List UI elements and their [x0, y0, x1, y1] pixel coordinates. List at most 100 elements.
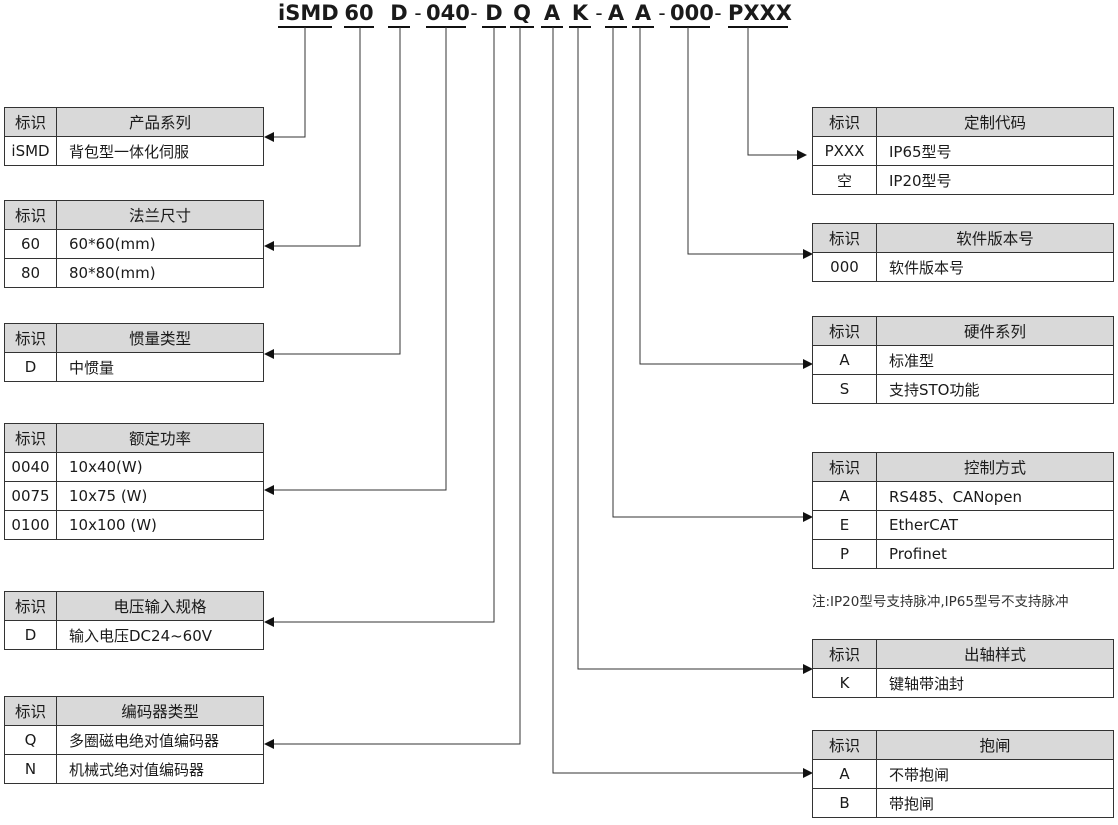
- header-key: 标识: [812, 452, 877, 482]
- row-key: 空: [812, 165, 877, 195]
- header-key: 标识: [812, 316, 877, 346]
- connector-control: [612, 27, 813, 522]
- table-title: 硬件系列: [876, 316, 1114, 346]
- row-key: S: [812, 374, 877, 404]
- row-key: D: [4, 620, 57, 650]
- row-value: 支持STO功能: [876, 374, 1114, 404]
- connector-voltage: [264, 27, 495, 627]
- row-value: 80*80(mm): [56, 258, 264, 288]
- header-key: 标识: [4, 423, 57, 453]
- row-value: IP65型号: [876, 136, 1114, 166]
- connector-software: [687, 27, 813, 259]
- code-custom: PXXX: [728, 0, 792, 28]
- row-value: 不带抱闸: [876, 759, 1114, 789]
- header-key: 标识: [812, 107, 877, 137]
- code-shaft: K: [569, 0, 591, 28]
- header-key: 标识: [4, 323, 57, 353]
- row-key: A: [812, 345, 877, 375]
- code-flange: 60: [344, 0, 374, 28]
- connector-hardware: [639, 27, 813, 369]
- row-value: 背包型一体化伺服: [56, 136, 264, 166]
- table-title: 定制代码: [876, 107, 1114, 137]
- table-title: 产品系列: [56, 107, 264, 137]
- row-key: N: [4, 754, 57, 784]
- row-key: 0100: [4, 510, 57, 540]
- header-key: 标识: [812, 730, 877, 760]
- code-brake: A: [541, 0, 563, 28]
- connector-custom: [747, 27, 807, 160]
- header-key: 标识: [4, 591, 57, 621]
- table-title: 抱闸: [876, 730, 1114, 760]
- row-value: 10x75 (W): [56, 481, 264, 511]
- connector-encoder: [264, 27, 521, 749]
- row-key: 000: [812, 252, 877, 282]
- row-value: 标准型: [876, 345, 1114, 375]
- row-key: PXXX: [812, 136, 877, 166]
- connector-power: [264, 27, 447, 495]
- row-value: 10x100 (W): [56, 510, 264, 540]
- header-key: 标识: [812, 223, 877, 253]
- row-value: 带抱闸: [876, 788, 1114, 818]
- row-value: Profinet: [876, 539, 1114, 569]
- code-separator: -: [658, 1, 666, 25]
- connector-brake: [552, 27, 813, 778]
- row-value: 输入电压DC24~60V: [56, 620, 264, 650]
- table-title: 法兰尺寸: [56, 200, 264, 230]
- code-separator: -: [414, 1, 422, 25]
- table-title: 额定功率: [56, 423, 264, 453]
- row-key: P: [812, 539, 877, 569]
- row-key: 0075: [4, 481, 57, 511]
- row-key: B: [812, 788, 877, 818]
- note-text: 注:IP20型号支持脉冲,IP65型号不支持脉冲: [812, 594, 1069, 610]
- code-separator: -: [595, 1, 603, 25]
- row-value: 60*60(mm): [56, 229, 264, 259]
- table-title: 出轴样式: [876, 639, 1114, 669]
- code-separator: -: [470, 1, 478, 25]
- row-key: Q: [4, 725, 57, 755]
- header-key: 标识: [4, 696, 57, 726]
- row-value: RS485、CANopen: [876, 481, 1114, 511]
- header-key: 标识: [812, 639, 877, 669]
- code-inertia: D: [388, 0, 410, 28]
- table-title: 控制方式: [876, 452, 1114, 482]
- row-value: 机械式绝对值编码器: [56, 754, 264, 784]
- row-key: 60: [4, 229, 57, 259]
- header-key: 标识: [4, 107, 57, 137]
- connector-shaft: [577, 27, 813, 674]
- row-value: 多圈磁电绝对值编码器: [56, 725, 264, 755]
- row-key: iSMD: [4, 136, 57, 166]
- row-value: IP20型号: [876, 165, 1114, 195]
- row-value: 中惯量: [56, 352, 264, 382]
- connector-flange: [264, 27, 361, 251]
- row-key: A: [812, 759, 877, 789]
- table-title: 惯量类型: [56, 323, 264, 353]
- row-key: E: [812, 510, 877, 540]
- row-key: 80: [4, 258, 57, 288]
- row-key: 0040: [4, 452, 57, 482]
- table-title: 电压输入规格: [56, 591, 264, 621]
